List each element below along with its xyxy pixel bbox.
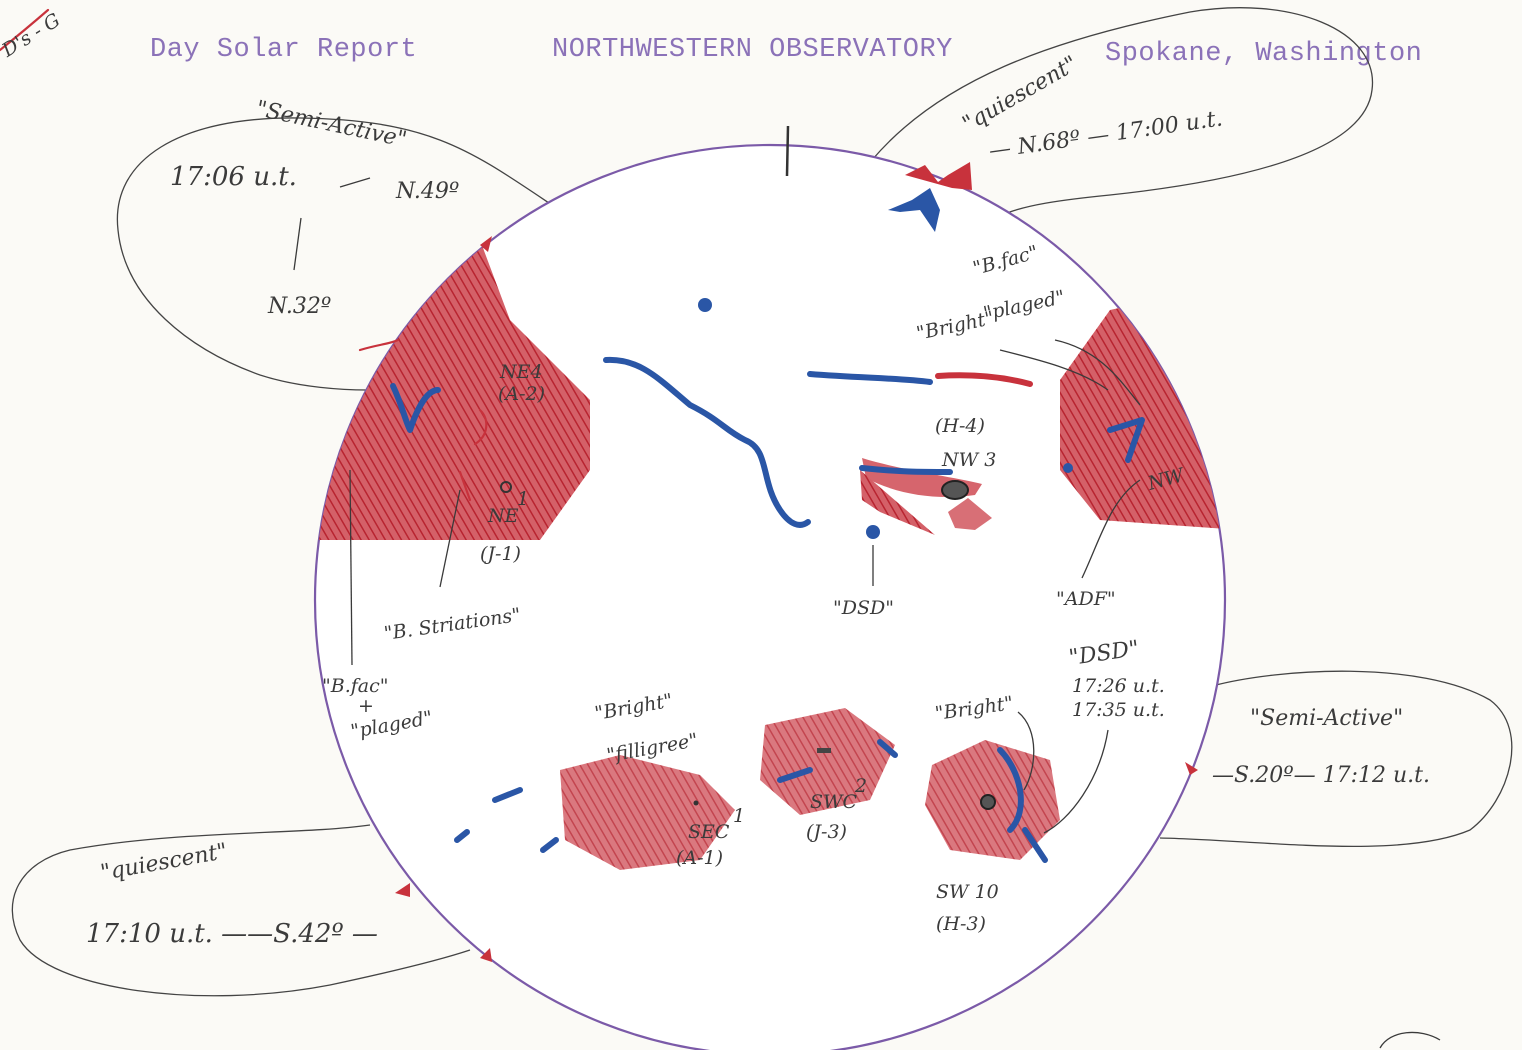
plage-nw3-small: [948, 498, 992, 530]
filament-sw10: [997, 747, 1024, 833]
line-dsd-sw: [1043, 729, 1109, 834]
sunspot-nw3: [941, 480, 969, 500]
north-pole-tick: [785, 125, 790, 177]
sunspot-swc: [817, 748, 831, 753]
signature-mark: [1379, 1031, 1441, 1049]
filament-fragment-4: [877, 739, 898, 758]
prominence-n49: [480, 236, 492, 252]
filament-sw10-b: [1022, 827, 1048, 863]
label-ne1-num: 1: [517, 488, 529, 510]
label-ne1-id: (J-1): [480, 543, 521, 565]
line-bright: [999, 349, 1109, 391]
sunspot-ne1: [500, 481, 512, 493]
label-dsd-time-b: 17:35 u.t.: [1072, 699, 1165, 721]
line-adf: [1081, 479, 1141, 579]
label-sw10-id: (H-3): [936, 913, 986, 935]
label-swc-id: (J-3): [806, 821, 847, 843]
label-semi-active-sw: "Semi-Active": [1250, 706, 1403, 731]
sunspot-sec: [693, 800, 699, 806]
label-plus-left: +: [358, 695, 374, 717]
label-quiescent-n: "quiescent": [959, 51, 1083, 137]
label-ne4-id: (A-2): [498, 383, 545, 405]
label-nw3: NW 3: [941, 449, 996, 471]
spot-blue-nw: [1063, 463, 1073, 473]
label-swc: SWC: [810, 791, 858, 813]
filament-fragment-1: [454, 829, 470, 843]
filament-central: [603, 356, 811, 528]
filament-ne-limb: [390, 383, 441, 433]
label-adf: "ADF": [1056, 588, 1116, 610]
line-time-n49: [339, 177, 371, 188]
prominence-s20: [1185, 762, 1198, 775]
sunspot-sw10: [980, 794, 996, 810]
filament-red: [935, 372, 1033, 387]
label-swc-num: 2: [854, 775, 867, 797]
lat-n49: N.49º: [395, 179, 459, 204]
bubble-quiescent-n: [871, 7, 1374, 216]
line-quiescent-s: 17:10 u.t. ——S.42º —: [86, 919, 378, 949]
prominence-sw-limb: [480, 948, 492, 962]
plage-nw3-lower: [860, 470, 935, 535]
prominence-s42: [395, 883, 410, 897]
line-semi-active-sw: —S.20º— 17:12 u.t.: [1212, 763, 1430, 788]
spot-dsd: [866, 525, 880, 539]
prominence-n32: [358, 338, 400, 352]
plage-sec: [560, 755, 735, 870]
filament-nw: [1107, 417, 1145, 463]
plage-swc: [760, 708, 895, 815]
filament-fragment-2: [492, 787, 523, 803]
prominence-n68-blue: [888, 188, 940, 232]
label-ne4: NE4: [499, 361, 543, 383]
prominence-n68: [905, 162, 972, 190]
label-quiescent-s: "quiescent": [99, 839, 230, 886]
label-h4: (H-4): [935, 415, 985, 437]
filament-east-west: [807, 371, 933, 385]
line-bfac-left: [349, 469, 353, 666]
bubble-semi-active-ne: [116, 117, 553, 391]
label-dsd-time-a: 17:26 u.t.: [1072, 675, 1165, 697]
label-semi-active-ne: "Semi-Active": [254, 96, 409, 152]
spot-blue-north: [698, 298, 712, 312]
red-mark-ne4: [473, 408, 488, 446]
label-bfac-left: "B.fac": [322, 675, 388, 697]
label-sec: SEC: [688, 821, 730, 843]
observatory-location: Spokane, Washington: [1105, 39, 1422, 69]
label-ne1: NE: [487, 505, 519, 527]
line-bfac-plaged: [1054, 339, 1141, 406]
label-sw10: SW 10: [936, 881, 999, 903]
label-dsd-center: "DSD": [833, 597, 894, 619]
lat-n32: N.32º: [267, 294, 331, 319]
observatory-name: NORTHWESTERN OBSERVATORY: [552, 35, 953, 65]
filament-swc: [777, 767, 813, 783]
line-bright-sw: [1017, 711, 1035, 791]
time-semi-active-ne: 17:06 u.t.: [170, 162, 297, 192]
line-n49-n32: [293, 217, 302, 271]
red-mark-striation: [458, 470, 472, 502]
corner-red-mark: [0, 8, 50, 52]
label-sec-id: (A-1): [676, 847, 723, 869]
line-quiescent-n: — N.68º — 17:00 u.t.: [987, 106, 1224, 164]
line-striations: [439, 489, 461, 588]
bubble-quiescent-s: [11, 824, 471, 997]
report-title: Day Solar Report: [150, 35, 417, 65]
label-sec-num: 1: [733, 805, 745, 827]
filament-fragment-3: [540, 837, 559, 853]
bubble-semi-active-sw: [1159, 670, 1513, 847]
corner-note: D's - G: [0, 9, 64, 62]
filament-nw3: [859, 465, 953, 475]
